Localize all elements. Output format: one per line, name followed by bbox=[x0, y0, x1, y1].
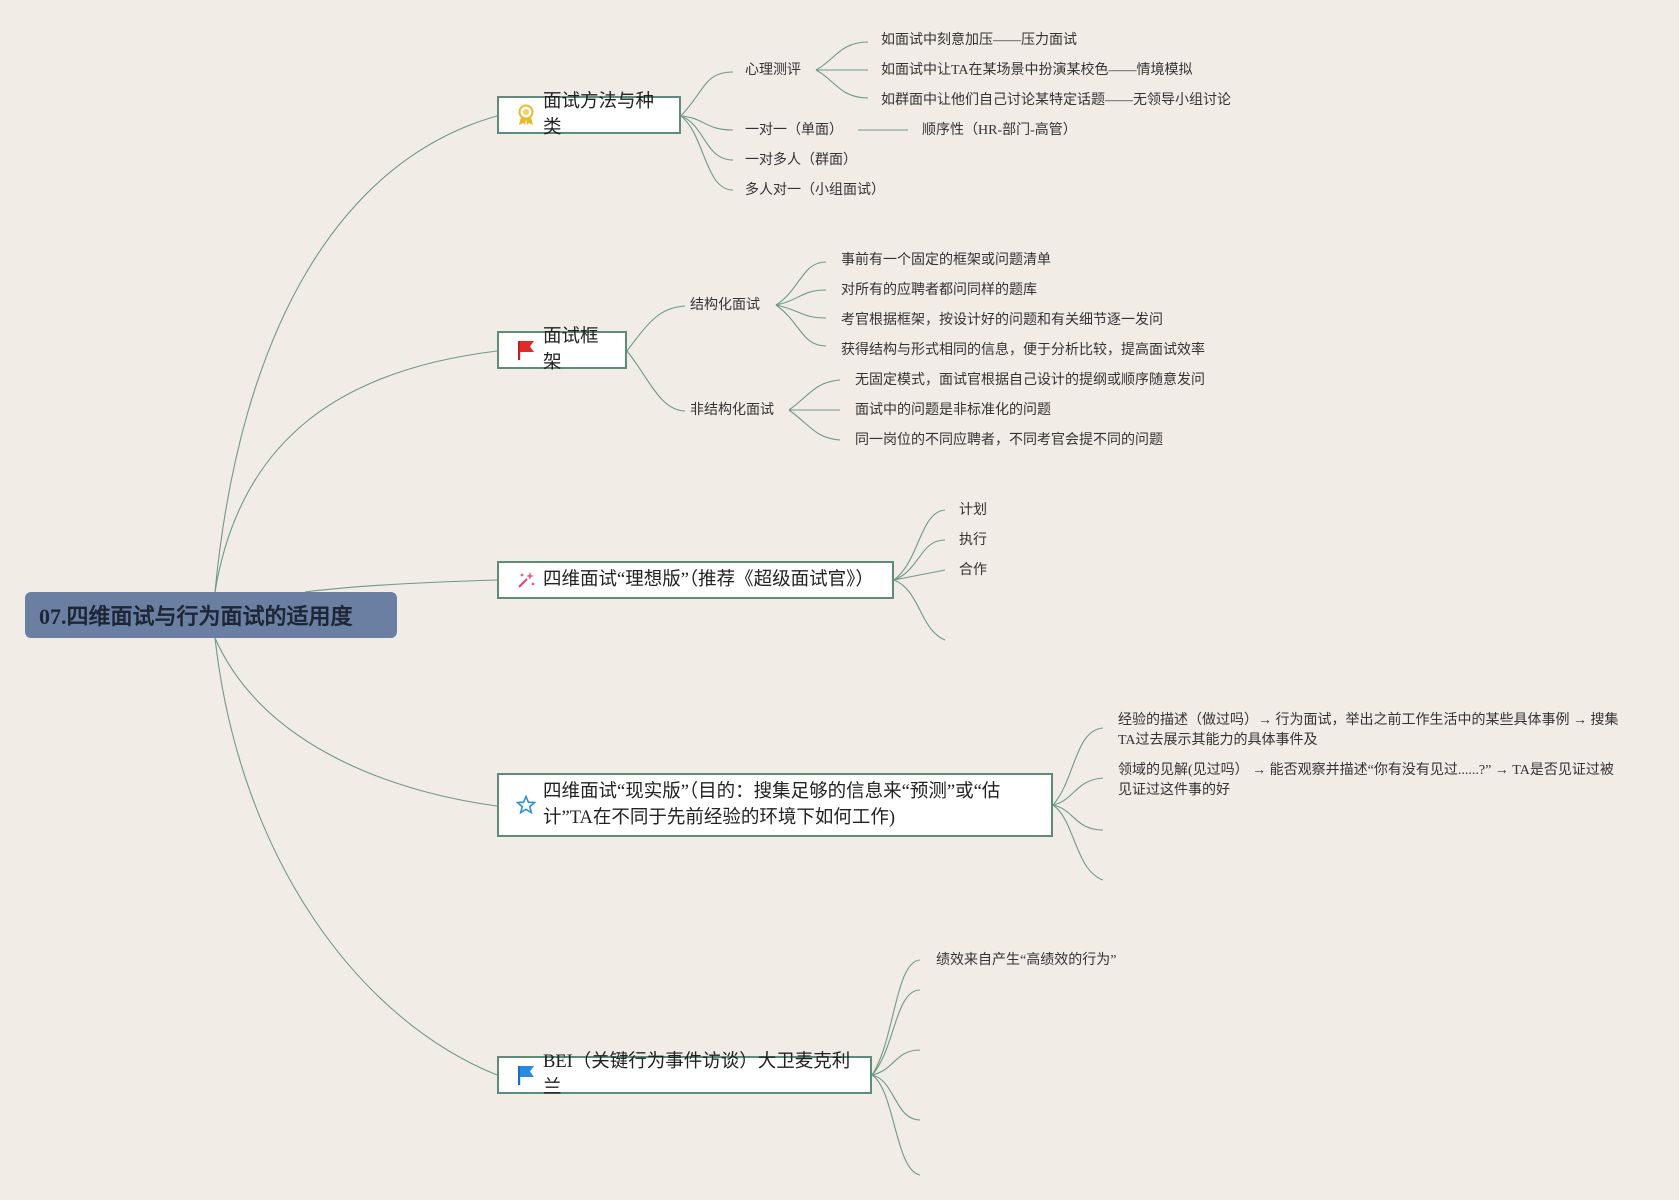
leaf-plan[interactable]: 计划 bbox=[959, 503, 987, 518]
leaf-unstructured-2[interactable]: 面试中的问题是非标准化的问题 bbox=[855, 403, 1051, 418]
topic-label: 四维面试“现实版”（目的：搜集足够的信息来“预测”或“估计”TA在不同于先前经验… bbox=[543, 782, 1001, 828]
subtopic-unstructured[interactable]: 非结构化面试 bbox=[690, 403, 774, 418]
root-topic[interactable]: 07.四维面试与行为面试的适用度 bbox=[25, 592, 397, 638]
leaf-unstructured-1[interactable]: 无固定模式，面试官根据自己设计的提纲或顺序随意发问 bbox=[855, 373, 1205, 388]
leaf-structured-3[interactable]: 考官根据框架，按设计好的问题和有关细节逐一发问 bbox=[841, 313, 1163, 328]
sparkle-wand-icon bbox=[515, 569, 537, 591]
leaf-leaderless-group[interactable]: 如群面中让他们自己讨论某特定话题——无领导小组讨论 bbox=[881, 93, 1231, 108]
root-topic-label: 07.四维面试与行为面试的适用度 bbox=[39, 604, 353, 629]
subtopic-psych-assessment[interactable]: 心理测评 bbox=[745, 63, 801, 78]
connector-root-b1 bbox=[214, 115, 498, 593]
award-ribbon-icon bbox=[515, 104, 537, 126]
leaf-structured-2[interactable]: 对所有的应聘者都问同样的题库 bbox=[841, 283, 1037, 298]
leaf-unstructured-3[interactable]: 同一岗位的不同应聘者，不同考官会提不同的问题 bbox=[855, 433, 1163, 448]
leaf-execute[interactable]: 执行 bbox=[959, 533, 987, 548]
connector-root-b3 bbox=[304, 579, 498, 593]
connector-root-b2 bbox=[214, 350, 498, 593]
topic-interview-methods[interactable]: 面试方法与种类 bbox=[497, 92, 681, 138]
blue-flag-icon bbox=[515, 1064, 537, 1086]
connector-root-b4 bbox=[214, 637, 498, 807]
topic-label: 面试方法与种类 bbox=[543, 92, 655, 138]
topic-label: 面试框架 bbox=[543, 327, 599, 373]
leaf-cooperate[interactable]: 合作 bbox=[959, 563, 987, 578]
subtopic-one-on-one[interactable]: 一对一（单面） bbox=[745, 123, 843, 138]
topic-label: BEI（关键行为事件访谈）大卫麦克利兰 bbox=[543, 1052, 851, 1098]
connector-root-b5 bbox=[214, 637, 498, 1076]
topic-4d-real[interactable]: 四维面试“现实版”（目的：搜集足够的信息来“预测”或“估计”TA在不同于先前经验… bbox=[497, 773, 1053, 837]
topic-4d-ideal[interactable]: 四维面试“理想版”（推荐《超级面试官》） bbox=[497, 561, 894, 599]
leaf-situational-simulation[interactable]: 如面试中让TA在某场景中扮演某校色——情境模拟 bbox=[881, 63, 1193, 78]
topic-bei[interactable]: BEI（关键行为事件访谈）大卫麦克利兰 bbox=[497, 1052, 872, 1098]
topic-label: 四维面试“理想版”（推荐《超级面试官》） bbox=[543, 570, 874, 590]
leaf-sequence[interactable]: 顺序性（HR-部门-高管） bbox=[922, 123, 1077, 138]
subtopic-one-to-many[interactable]: 一对多人（群面） bbox=[745, 153, 857, 168]
topic-interview-framework[interactable]: 面试框架 bbox=[497, 327, 627, 373]
leaf-high-performance[interactable]: 绩效来自产生“高绩效的行为” bbox=[936, 953, 1117, 968]
leaf-insight[interactable]: 领域的见解(见过吗） → 能否观察并描述“你有没有见过......?” → TA… bbox=[1118, 763, 1614, 798]
star-outline-icon bbox=[515, 794, 537, 816]
leaf-experience[interactable]: 经验的描述（做过吗）→ 行为面试，举出之前工作生活中的某些具体事例 → 搜集TA… bbox=[1118, 713, 1619, 748]
red-flag-icon bbox=[515, 339, 537, 361]
subtopic-structured[interactable]: 结构化面试 bbox=[690, 298, 760, 313]
leaf-structured-4[interactable]: 获得结构与形式相同的信息，便于分析比较，提高面试效率 bbox=[841, 343, 1205, 358]
subtopic-panel[interactable]: 多人对一（小组面试） bbox=[745, 183, 885, 198]
leaf-structured-1[interactable]: 事前有一个固定的框架或问题清单 bbox=[841, 253, 1051, 268]
leaf-pressure-interview[interactable]: 如面试中刻意加压——压力面试 bbox=[881, 33, 1077, 48]
